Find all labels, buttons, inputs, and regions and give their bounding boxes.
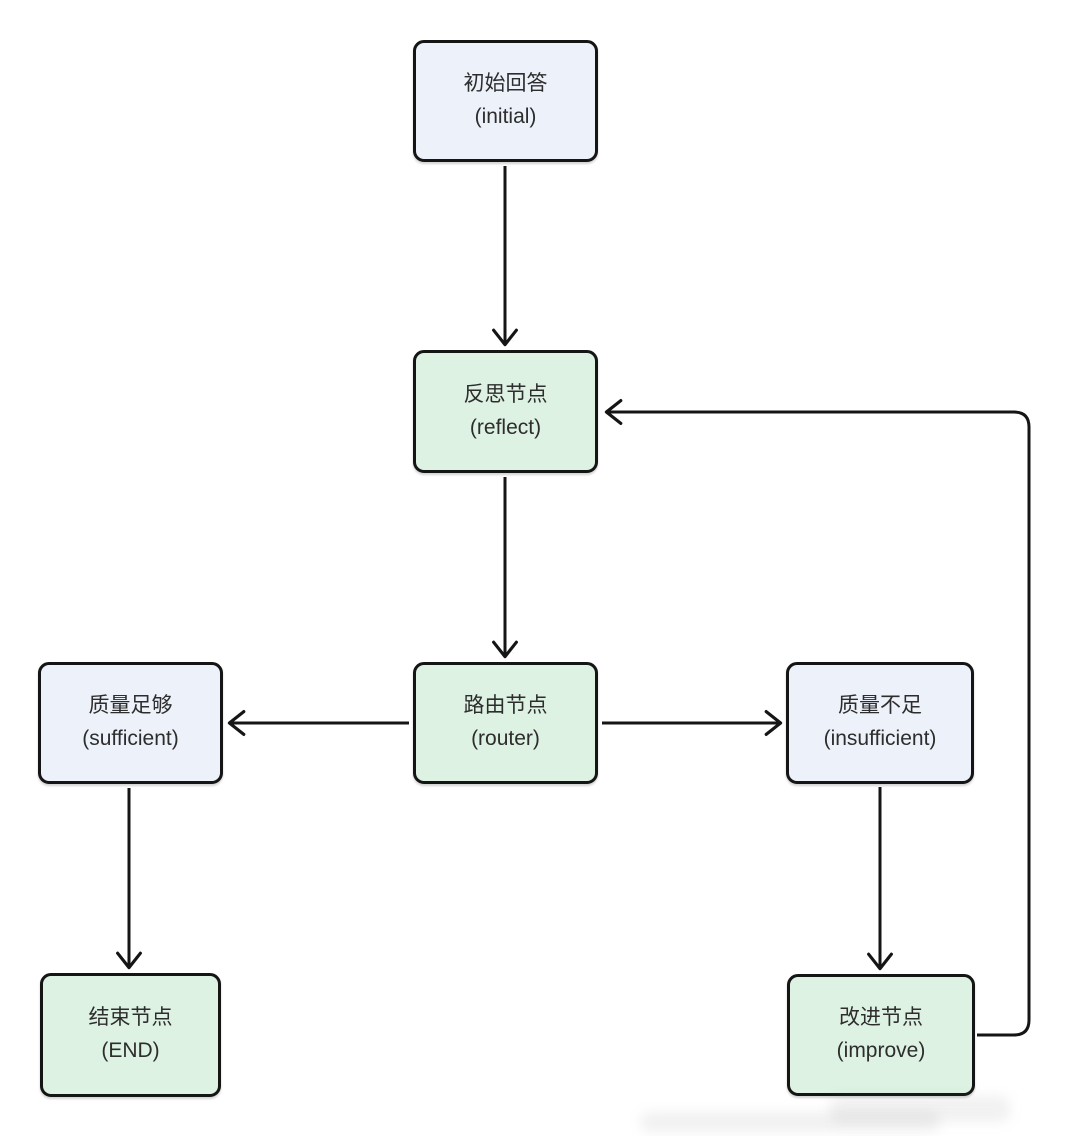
node-end-label-zh: 结束节点 xyxy=(88,1006,173,1030)
node-sufficient: 质量足够 (sufficient) xyxy=(38,662,223,784)
watermark-smudge xyxy=(830,1096,1010,1122)
node-end-label-en: (END) xyxy=(101,1039,160,1062)
node-insufficient-label-zh: 质量不足 xyxy=(838,694,922,718)
node-router-label-en: (router) xyxy=(471,727,540,750)
node-insufficient: 质量不足 (insufficient) xyxy=(786,662,974,784)
node-reflect-label-zh: 反思节点 xyxy=(463,382,548,406)
node-improve-label-zh: 改进节点 xyxy=(839,1006,923,1030)
node-router-label-zh: 路由节点 xyxy=(463,694,548,718)
node-insufficient-label-en: (insufficient) xyxy=(823,727,937,750)
node-initial: 初始回答 (initial) xyxy=(413,40,598,162)
node-sufficient-label-zh: 质量足够 xyxy=(88,694,173,718)
node-sufficient-label-en: (sufficient) xyxy=(82,727,179,750)
node-reflect-label-en: (reflect) xyxy=(469,415,542,439)
node-initial-label-en: (initial) xyxy=(474,105,537,128)
node-improve-label-en: (improve) xyxy=(836,1039,926,1062)
node-initial-label-zh: 初始回答 xyxy=(463,72,548,96)
node-end: 结束节点 (END) xyxy=(40,973,221,1097)
node-improve: 改进节点 (improve) xyxy=(787,974,975,1096)
watermark-smudge xyxy=(640,1112,940,1132)
edge-improve-to-reflect-loop xyxy=(604,399,1031,1037)
node-router: 路由节点 (router) xyxy=(413,662,598,784)
node-reflect: 反思节点 (reflect) xyxy=(413,350,598,473)
